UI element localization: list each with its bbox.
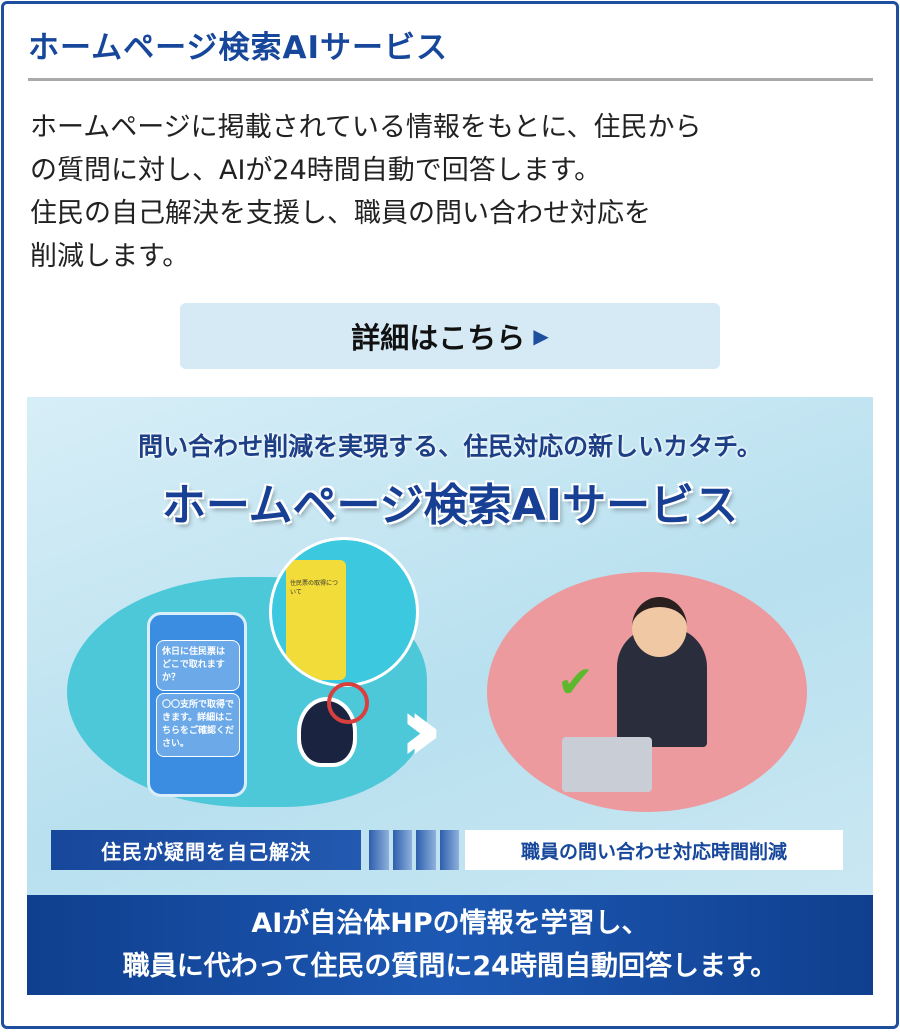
banner-subtitle: 問い合わせ削減を実現する、住民対応の新しいカタチ。 bbox=[138, 432, 762, 461]
arrow-stripes bbox=[369, 830, 459, 870]
checkmark-icon: ✔ bbox=[557, 657, 594, 708]
chat-answer-bubble: 〇〇支所で取得できます。詳細はこちらをご確認ください。 bbox=[156, 693, 240, 757]
details-button-label: 詳細はこちら bbox=[351, 321, 526, 355]
bottom-line: 職員に代わって住民の質問に24時間自動回答します。 bbox=[122, 951, 778, 982]
banner-bottom-message: AIが自治体HPの情報を学習し、 職員に代わって住民の質問に24時間自動回答しま… bbox=[27, 895, 873, 995]
magnifier-icon bbox=[327, 682, 369, 724]
laptop-icon bbox=[562, 737, 652, 792]
page-title: ホームページ検索AIサービス bbox=[28, 30, 448, 66]
yellow-phone-text: 住民票の取得について bbox=[286, 560, 346, 680]
triangle-right-icon: ▶ bbox=[533, 324, 549, 348]
search-result-illustration: 住民票の取得について bbox=[269, 537, 419, 687]
chat-question-bubble: 休日に住民票はどこで取れますか？ bbox=[156, 640, 240, 691]
label-self-resolve: 住民が疑問を自己解決 bbox=[51, 830, 361, 870]
description-line: 削減します。 bbox=[30, 241, 190, 272]
label-time-reduction: 職員の問い合わせ対応時間削減 bbox=[465, 830, 843, 870]
bottom-line: AIが自治体HPの情報を学習し、 bbox=[251, 908, 649, 939]
description-line: 住民の自己解決を支援し、職員の問い合わせ対応を bbox=[30, 198, 651, 229]
smartphone-illustration: 休日に住民票はどこで取れますか？ 〇〇支所で取得できます。詳細はこちらをご確認く… bbox=[147, 612, 247, 797]
description-line: ホームページに掲載されている情報をもとに、住民から bbox=[30, 112, 702, 143]
service-banner-image[interactable]: 問い合わせ削減を実現する、住民対応の新しいカタチ。 ホームページ検索AIサービス… bbox=[27, 397, 873, 995]
description-line: の質問に対し、AIが24時間自動で回答します。 bbox=[30, 155, 602, 186]
details-button[interactable]: 詳細はこちら ▶ bbox=[180, 303, 720, 369]
description: ホームページに掲載されている情報をもとに、住民から の質問に対し、AIが24時間… bbox=[30, 106, 880, 278]
staff-head bbox=[632, 597, 687, 657]
double-chevron-right-icon: ›› bbox=[399, 677, 444, 782]
title-divider bbox=[28, 78, 873, 81]
banner-title: ホームページ検索AIサービス bbox=[161, 480, 739, 531]
